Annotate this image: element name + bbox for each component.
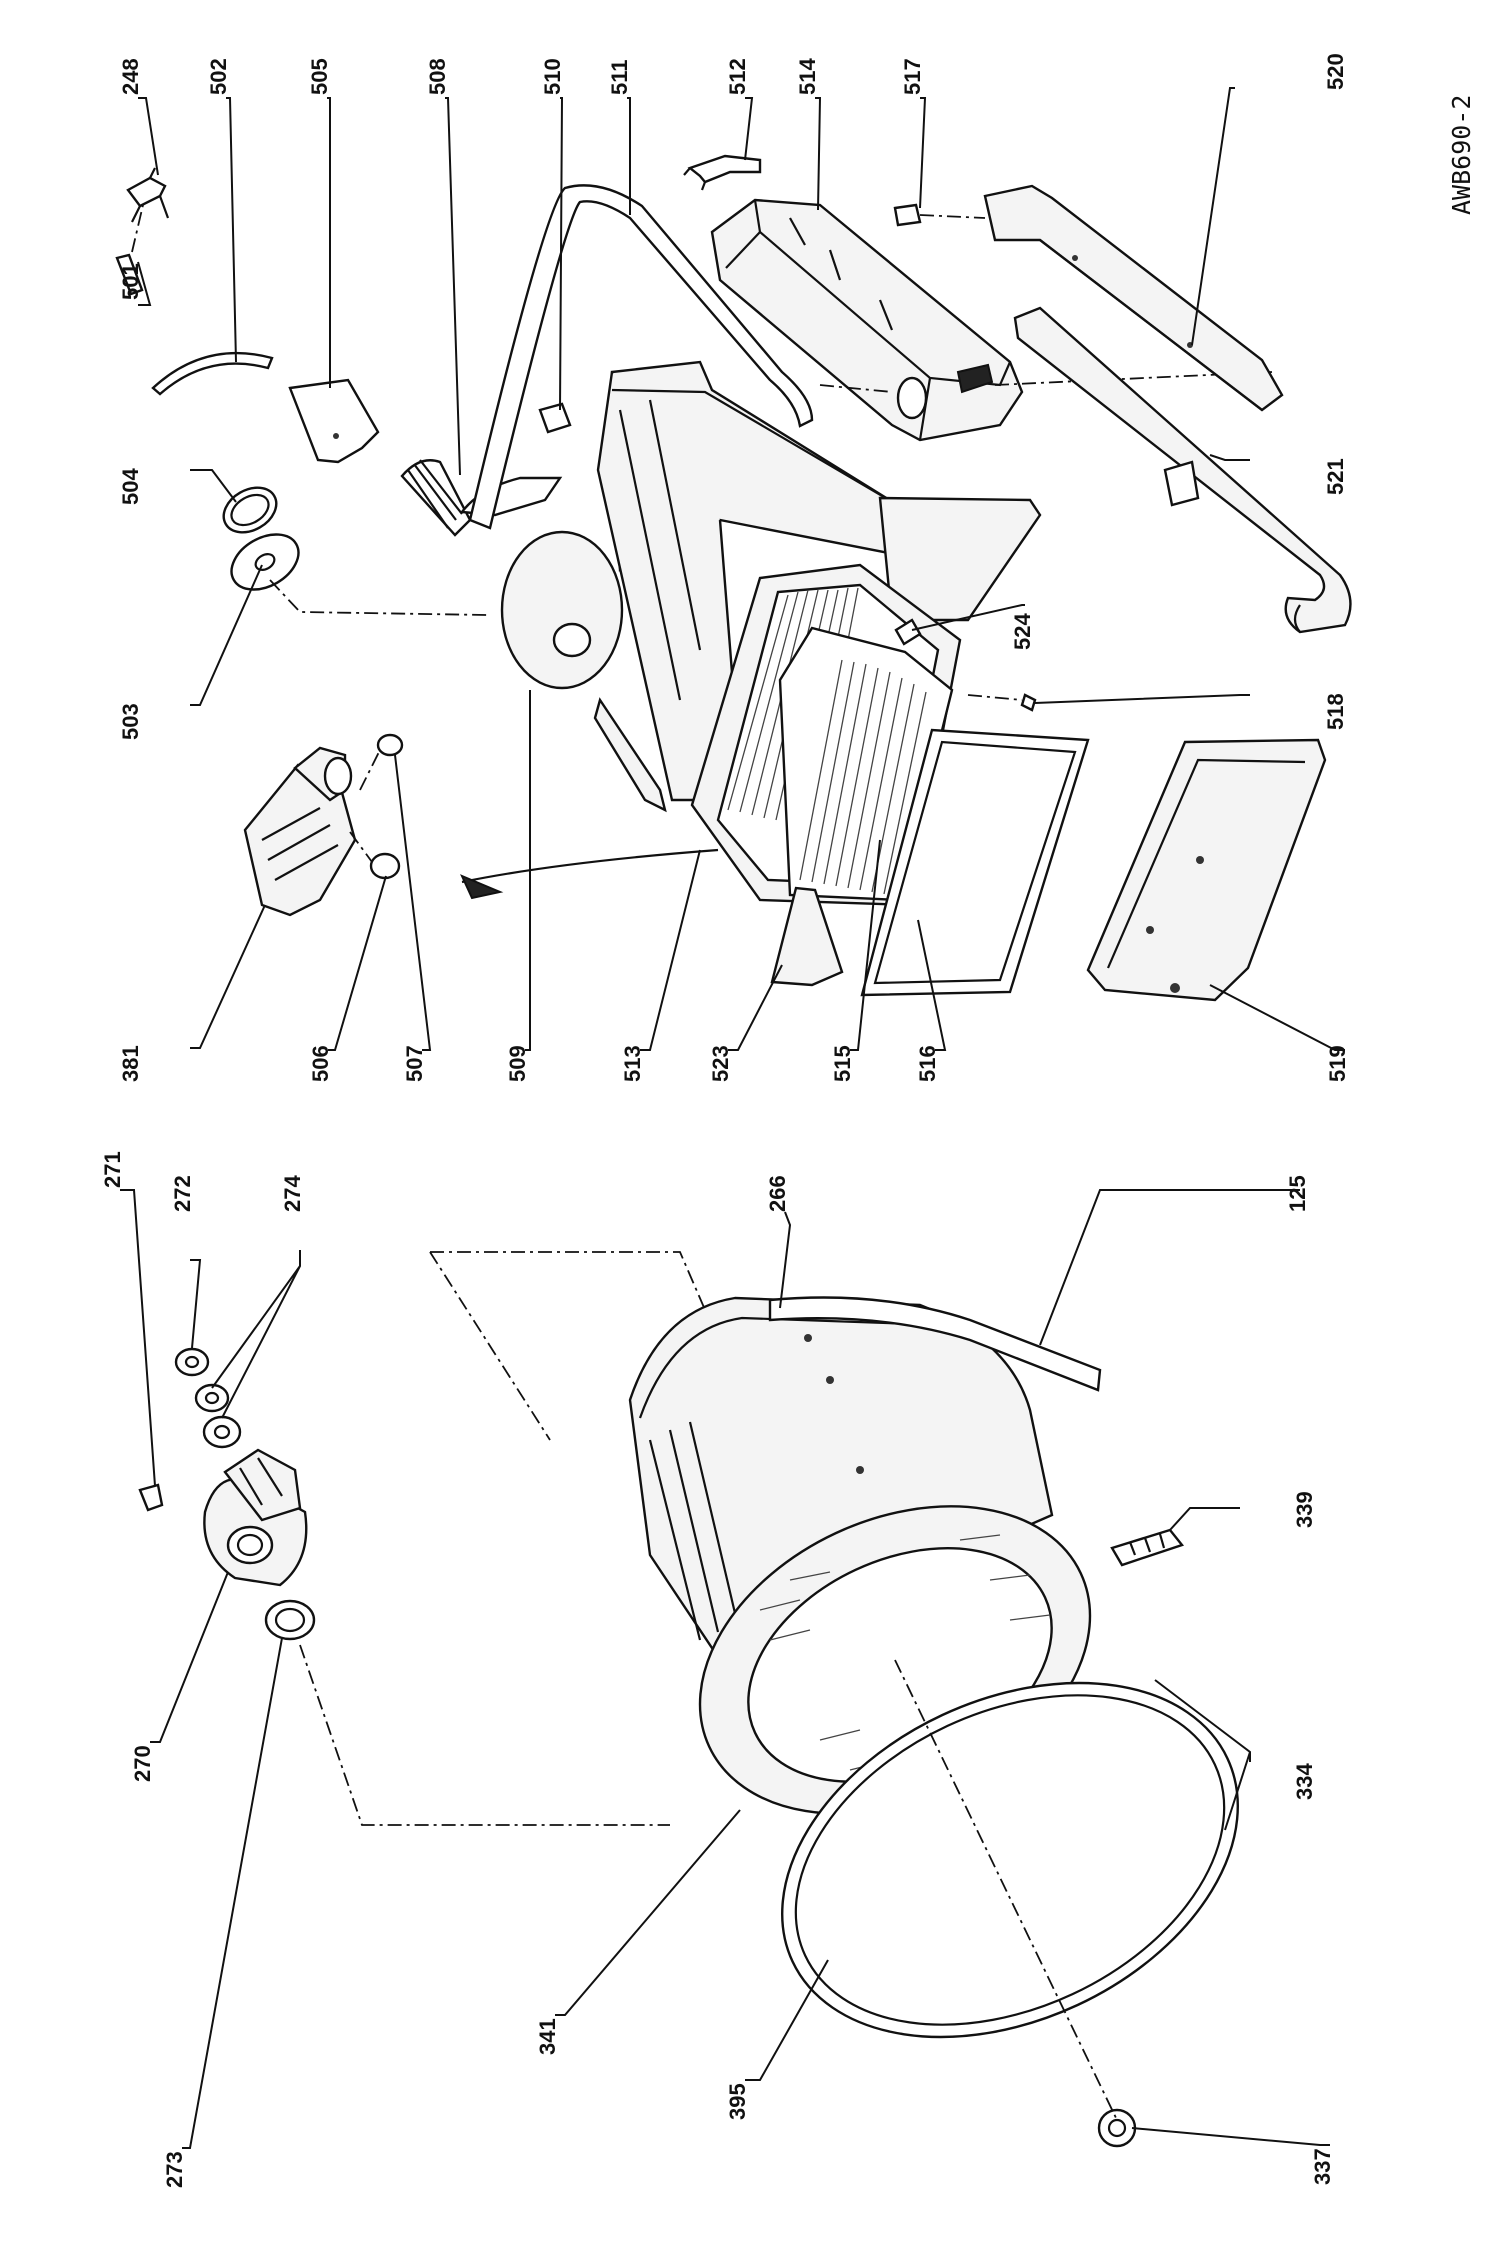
part-519-filter-tray (1086, 738, 1327, 1002)
callout-521: 521 (1323, 458, 1348, 495)
part-511-pipe (468, 184, 814, 530)
callout-334: 334 (1292, 1763, 1317, 1800)
part-504-ring (222, 486, 278, 534)
part-271-fitting (138, 1483, 164, 1512)
part-514-heater-housing (710, 198, 1024, 442)
callout-510: 510 (540, 58, 565, 95)
callout-504: 504 (118, 468, 143, 505)
part-266-drum (628, 1296, 1054, 1662)
part-521-hose (1013, 306, 1352, 634)
part-507-knob (376, 733, 404, 757)
part-337-knob (1097, 2108, 1137, 2148)
callout-501: 501 (118, 263, 143, 300)
part-518-screw (1020, 693, 1037, 712)
part-272-washer (174, 1347, 210, 1377)
callout-508: 508 (425, 58, 450, 95)
callout-125: 125 (1285, 1175, 1310, 1212)
part-274-washers (194, 1383, 242, 1449)
part-270-bearing-housing (203, 1448, 308, 1587)
diagram-code: AWB690-2 (1447, 95, 1476, 215)
leader-lines (120, 87, 1345, 2149)
callout-506: 506 (308, 1045, 333, 1082)
callout-517: 517 (900, 58, 925, 95)
callout-509: 509 (505, 1045, 530, 1082)
part-517-clip (893, 203, 922, 227)
callout-272: 272 (170, 1175, 195, 1212)
callout-515: 515 (830, 1045, 855, 1082)
callout-271: 271 (100, 1151, 125, 1188)
part-381-motor (243, 746, 357, 917)
part-509-duct-housing (500, 360, 1042, 813)
part-520-bracket-strip (983, 184, 1284, 412)
callout-248: 248 (118, 58, 143, 95)
part-395-front-ring (781, 1681, 1239, 2039)
callout-503: 503 (118, 703, 143, 740)
part-510-clip (538, 402, 572, 434)
callout-341: 341 (535, 2018, 560, 2055)
callout-273: 273 (162, 2151, 187, 2188)
callout-395: 395 (725, 2083, 750, 2120)
part-503-gasket (230, 533, 300, 591)
callout-518: 518 (1323, 693, 1348, 730)
callout-524: 524 (1010, 613, 1035, 650)
callout-266: 266 (765, 1175, 790, 1212)
part-125-belt (768, 1296, 1102, 1392)
callout-270: 270 (130, 1745, 155, 1782)
callout-514: 514 (795, 58, 820, 95)
part-506-knob (369, 852, 401, 880)
callout-274: 274 (280, 1175, 305, 1212)
callout-505: 505 (307, 58, 332, 95)
part-501-pin (115, 253, 144, 296)
callout-labels: 248 502 505 508 510 511 512 514 517 520 … (100, 53, 1350, 2188)
part-502-strip (151, 351, 274, 396)
part-516-gasket-frame (860, 728, 1090, 997)
part-273-seal (264, 1599, 316, 1641)
part-339-clip (1110, 1528, 1185, 1567)
part-524-screw (894, 618, 922, 646)
callout-520: 520 (1323, 53, 1348, 90)
callout-339: 339 (1292, 1491, 1317, 1528)
callout-513: 513 (620, 1045, 645, 1082)
part-248-bracket (126, 167, 170, 223)
callout-381: 381 (118, 1045, 143, 1082)
callout-523: 523 (708, 1045, 733, 1082)
part-523-rail (770, 886, 844, 987)
callout-519: 519 (1325, 1045, 1350, 1082)
callout-507: 507 (402, 1045, 427, 1082)
assembly-arrow (460, 848, 719, 900)
callout-502: 502 (206, 58, 231, 95)
callout-337: 337 (1310, 2148, 1335, 2185)
part-512-bracket (687, 154, 762, 184)
part-505-plate (288, 378, 380, 464)
callout-516: 516 (915, 1045, 940, 1082)
callout-512: 512 (725, 58, 750, 95)
callout-511: 511 (607, 60, 632, 96)
